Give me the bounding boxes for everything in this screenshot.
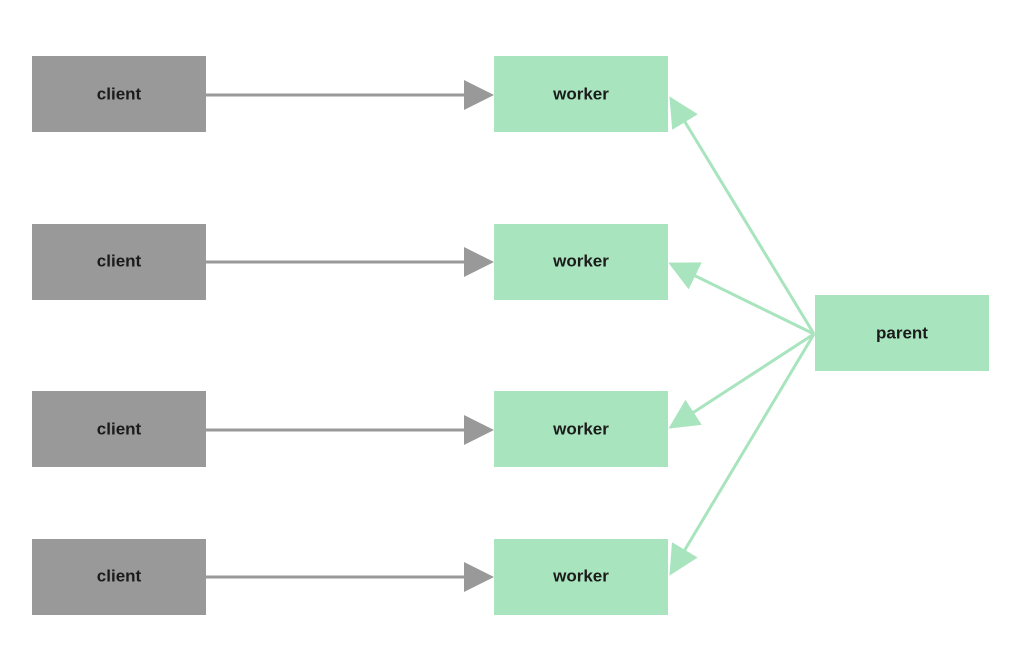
client-label: client <box>97 566 142 585</box>
worker-node-1: worker <box>494 56 668 132</box>
client-label: client <box>97 84 142 103</box>
edge-parent-to-worker-3 <box>668 332 815 429</box>
client-node-1: client <box>32 56 206 132</box>
edge-parent-to-worker-4 <box>669 333 816 576</box>
worker-label: worker <box>552 84 609 103</box>
worker-box <box>494 539 668 615</box>
client-box <box>32 56 206 132</box>
parent-box <box>815 295 989 371</box>
worker-box <box>494 391 668 467</box>
parent-node: parent <box>815 295 989 371</box>
client-box <box>32 391 206 467</box>
worker-box <box>494 224 668 300</box>
client-node-2: client <box>32 224 206 300</box>
client-label: client <box>97 419 142 438</box>
worker-label: worker <box>552 419 609 438</box>
client-box <box>32 224 206 300</box>
edge-parent-to-worker-1 <box>669 96 816 335</box>
parent-label: parent <box>876 323 928 342</box>
worker-node-3: worker <box>494 391 668 467</box>
worker-node-2: worker <box>494 224 668 300</box>
client-label: client <box>97 251 142 270</box>
client-box <box>32 539 206 615</box>
client-node-4: client <box>32 539 206 615</box>
worker-node-4: worker <box>494 539 668 615</box>
worker-label: worker <box>552 251 609 270</box>
client-node-3: client <box>32 391 206 467</box>
worker-box <box>494 56 668 132</box>
client-edges <box>206 80 494 592</box>
edge-parent-to-worker-2 <box>668 262 815 336</box>
parent-edges <box>668 96 816 576</box>
worker-label: worker <box>552 566 609 585</box>
